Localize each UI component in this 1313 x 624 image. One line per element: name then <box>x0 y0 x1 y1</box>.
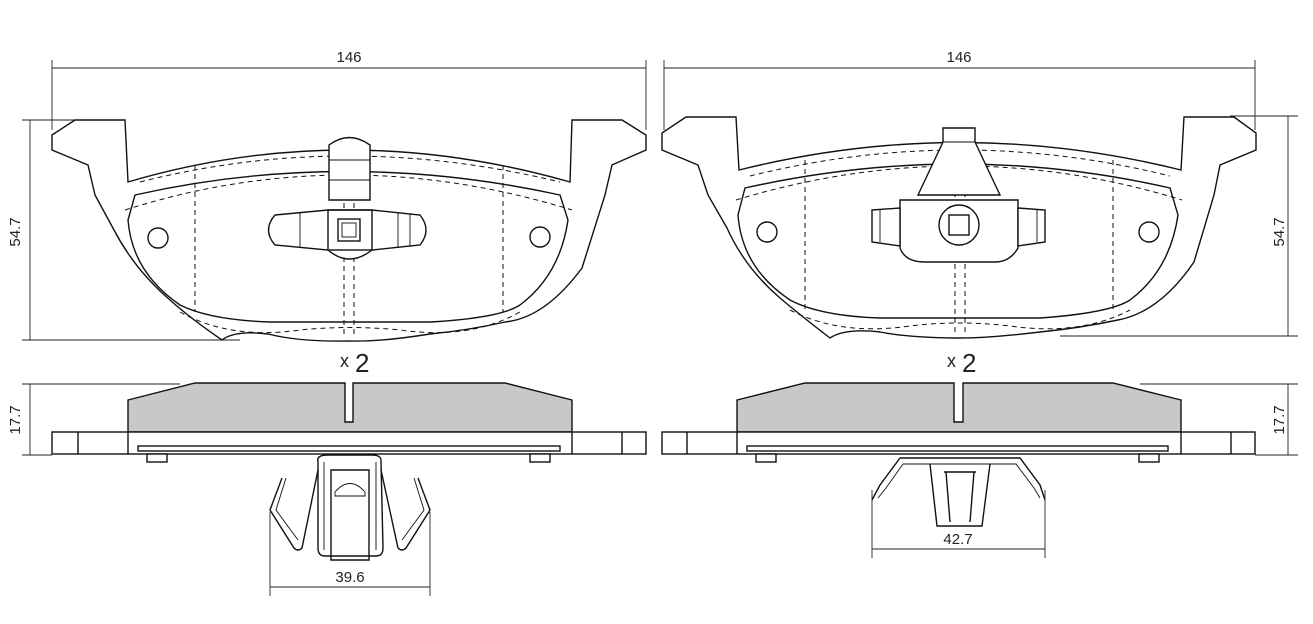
right-hole-right <box>1138 221 1160 243</box>
right-wear-sensor <box>899 199 1019 263</box>
right-quantity: x 2 <box>947 348 976 378</box>
left-top-tab <box>328 136 371 201</box>
right-friction-material <box>736 382 1182 433</box>
right-qty-prefix: x <box>947 351 956 371</box>
right-hole-left <box>756 221 778 243</box>
left-wear-sensor <box>267 209 427 260</box>
right-clip <box>871 457 1046 527</box>
right-backing-plate-side <box>661 431 1256 455</box>
left-pad-side-view: 17.7 39.6 <box>7 382 647 596</box>
right-height-label: 54.7 <box>1271 217 1288 246</box>
left-qty-value: 2 <box>355 348 369 378</box>
left-thickness-label: 17.7 <box>7 405 24 434</box>
left-backing-plate-side <box>51 431 647 455</box>
right-width-label: 146 <box>946 49 971 66</box>
left-clip <box>269 454 431 561</box>
right-thickness-label: 17.7 <box>1271 405 1288 434</box>
left-hole-right <box>529 226 551 248</box>
right-backing-plate <box>661 116 1257 339</box>
right-top-tab <box>916 127 1002 196</box>
left-qty-prefix: x <box>340 351 349 371</box>
right-clip-label: 42.7 <box>943 531 972 548</box>
left-backing-plate <box>51 119 647 342</box>
left-hole-left <box>147 227 169 249</box>
left-pad-face-view: 146 54.7 <box>7 49 647 342</box>
right-pad-face-view: 146 54.7 <box>661 49 1298 339</box>
right-pad-side-view: 17.7 42.7 <box>661 382 1298 558</box>
left-quantity: x 2 <box>340 348 369 378</box>
left-width-label: 146 <box>336 49 361 66</box>
left-clip-label: 39.6 <box>335 569 364 586</box>
right-qty-value: 2 <box>962 348 976 378</box>
left-friction-material <box>127 382 573 433</box>
left-height-label: 54.7 <box>7 217 24 246</box>
